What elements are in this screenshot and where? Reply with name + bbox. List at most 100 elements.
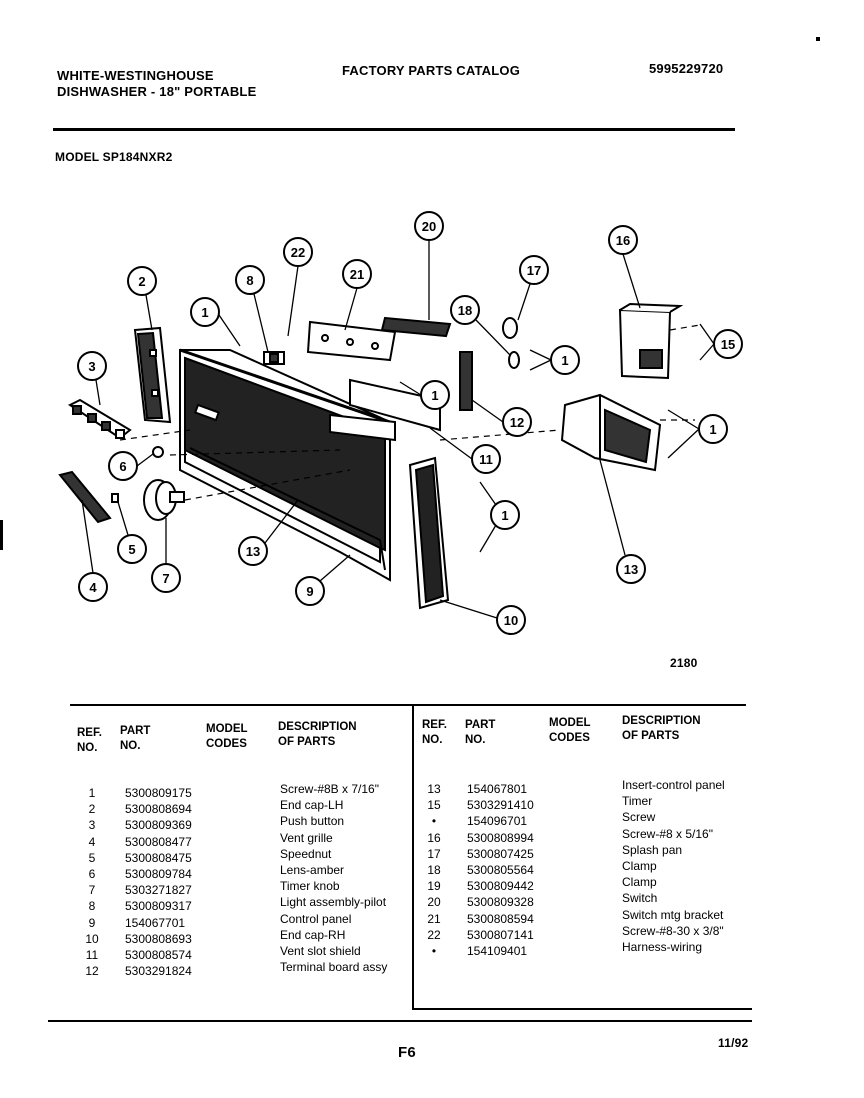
clamp-18-part: [502, 317, 518, 339]
callout-8: 8: [235, 265, 265, 295]
svg-text:20: 20: [422, 219, 436, 234]
ref-cell: 15: [427, 798, 441, 813]
table-row: 13 154067801 Insert-control panel: [424, 778, 754, 798]
description-cell: Insert-control panel: [622, 778, 725, 792]
description-cell: Splash pan: [622, 842, 683, 857]
part-number-cell: 5300809442: [467, 879, 534, 894]
callout-17: 16: [608, 225, 638, 255]
ref-cell: 6: [88, 867, 96, 881]
control-panel-part: [179, 348, 396, 582]
part-number-cell: 5300808693: [125, 931, 192, 946]
callout-3: 3: [77, 351, 107, 381]
switch-bracket-part: [306, 320, 397, 362]
table-row: 16 5300808994 Screw-#8 x 5/16": [424, 827, 754, 847]
description-cell: Push button: [280, 814, 345, 829]
page-number: F6: [398, 1044, 416, 1061]
description-cell: Vent grille: [280, 830, 333, 845]
brand-name: WHITE-WESTINGHOUSE: [57, 68, 214, 83]
ref-cell: 7: [88, 883, 96, 898]
ref-cell: 13: [427, 782, 441, 796]
callout-4: 4: [78, 572, 108, 602]
timer-knob-part: [143, 479, 185, 521]
end-cap-rh-part: [408, 456, 450, 610]
callout-6: 6: [108, 451, 138, 481]
description-cell: Switch mtg bracket: [622, 907, 724, 922]
description-cell: Screw-#8-30 x 3/8": [622, 923, 724, 938]
svg-text:13: 13: [246, 544, 260, 559]
table-bottom-rule: [412, 1008, 752, 1010]
callout-22: 22: [283, 237, 313, 267]
splash-pan-part: [618, 302, 684, 380]
svg-text:7: 7: [162, 571, 169, 586]
svg-text:13: 13: [624, 562, 638, 577]
description-cell: Vent slot shield: [280, 944, 361, 958]
part-number-cell: 5303271827: [125, 883, 192, 898]
ref-cell: 20: [427, 895, 441, 910]
svg-text:1: 1: [201, 305, 208, 320]
switch-part: [380, 316, 452, 338]
part-number-cell: 154067801: [467, 782, 528, 796]
svg-text:12: 12: [510, 415, 524, 430]
part-number-cell: 5300808994: [467, 830, 534, 845]
ref-cell: 16: [427, 830, 441, 845]
svg-text:11: 11: [479, 452, 493, 467]
revision-date: 11/92: [718, 1036, 749, 1050]
part-number-cell: 154109401: [467, 944, 528, 958]
callout-1b: 1: [550, 345, 580, 375]
ref-cell: 9: [88, 915, 96, 930]
part-number-cell: 5300809175: [125, 786, 192, 800]
description-cell: Lens-amber: [280, 863, 345, 877]
description-cell: Screw-#8 x 5/16": [622, 826, 713, 841]
callout-1a: 1: [190, 297, 220, 327]
description-cell: Switch: [622, 891, 658, 906]
part-number-cell: 5300805564: [467, 863, 534, 877]
description-cell: Speednut: [280, 846, 332, 861]
part-number-cell: 5300807425: [467, 846, 534, 861]
callout-1d: 1: [698, 414, 728, 444]
description-cell: Timer knob: [280, 879, 340, 894]
ref-cell: 3: [88, 818, 96, 833]
scan-mark: [0, 520, 3, 550]
callout-7: 7: [151, 563, 181, 593]
catalog-title: FACTORY PARTS CATALOG: [342, 63, 521, 78]
callout-1c: 1: [420, 380, 450, 410]
callout-2: 2: [127, 266, 157, 296]
ref-cell: 17: [427, 846, 441, 861]
ref-cell: 10: [85, 931, 99, 946]
speednut-part: [111, 493, 119, 503]
description-cell: Screw: [622, 810, 656, 825]
ref-cell: 2: [88, 802, 96, 817]
callout-5: 5: [117, 534, 147, 564]
part-number-cell: 5300808477: [125, 834, 192, 849]
vent-slot-shield-part: [349, 378, 441, 432]
callout-18: 17: [519, 255, 549, 285]
svg-text:4: 4: [89, 580, 97, 595]
table-row: 17 5300807425 Splash pan: [424, 843, 754, 863]
description-cell: Clamp: [622, 875, 657, 890]
table-top-rule: [70, 704, 746, 706]
part-number-cell: 5300809317: [125, 899, 192, 914]
part-number-cell: 5300808594: [467, 911, 534, 926]
callout-20: 20: [414, 211, 444, 241]
clamp-19-part: [508, 351, 520, 369]
part-number-cell: 5303291824: [125, 964, 192, 979]
part-number-cell: 5300808574: [125, 948, 192, 962]
part-number-cell: 5300808475: [125, 850, 192, 865]
